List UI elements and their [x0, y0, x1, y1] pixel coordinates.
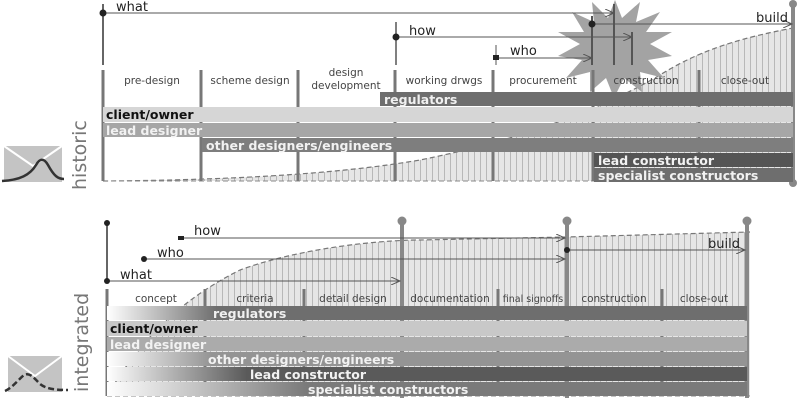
historic-arrow-who-label: who	[510, 44, 537, 59]
svg-text:specialist constructors: specialist constructors	[308, 382, 468, 397]
svg-text:lead designer: lead designer	[106, 123, 203, 138]
svg-text:lead constructor: lead constructor	[250, 367, 367, 382]
svg-text:regulators: regulators	[384, 92, 457, 107]
historic-participant-bars: regulators client/owner lead designer ot…	[103, 92, 793, 183]
historic-bar-regulators	[380, 92, 793, 106]
historic-phase-label: scheme design	[210, 75, 289, 87]
historic-phase-label: close-out	[721, 75, 769, 87]
integrated-bar-client-owner	[107, 321, 747, 336]
historic-bar-lead-designer	[103, 123, 793, 137]
integrated-bar-regulators	[107, 306, 747, 320]
historic-phase-label: working drwgs	[406, 75, 483, 87]
historic-arrow-build-label: build	[756, 11, 788, 26]
historic-phase-label: development	[311, 80, 380, 92]
integrated-phase-label: detail design	[319, 293, 387, 305]
integrated-section: concept criteria detail design documenta…	[4, 216, 752, 398]
integrated-phase-label: documentation	[410, 293, 490, 305]
historic-bar-client-owner	[103, 107, 793, 122]
svg-text:client/owner: client/owner	[106, 107, 194, 122]
integrated-phase-label: final signoffs	[503, 294, 563, 305]
historic-section: pre-design scheme design design developm…	[1, 0, 797, 190]
historic-arrow-how-label: how	[409, 24, 436, 39]
historic-arrows	[103, 4, 792, 65]
integrated-early-effort-curve-icon	[4, 355, 69, 393]
integrated-arrow-who-label: who	[157, 246, 184, 261]
historic-bar-other-designers	[202, 138, 793, 152]
historic-bar-lead-constructor	[594, 153, 793, 167]
historic-phase-label: construction	[613, 75, 678, 87]
integrated-bar-lead-designer	[107, 337, 747, 351]
svg-text:other designers/engineers: other designers/engineers	[206, 138, 392, 153]
svg-text:regulators: regulators	[213, 306, 286, 321]
integrated-side-label: integrated	[71, 293, 93, 392]
integrated-arrow-how-label: how	[194, 224, 221, 239]
historic-bell-curve-icon	[1, 145, 65, 183]
integrated-bar-lead-constructor	[107, 367, 747, 381]
svg-text:lead constructor: lead constructor	[598, 153, 715, 168]
integrated-phase-label: construction	[581, 293, 646, 305]
integrated-arrow-build-label: build	[708, 237, 740, 252]
integrated-arrow-what-label: what	[120, 268, 152, 283]
historic-effort-curve-outline	[102, 27, 794, 182]
historic-phase-label: pre-design	[124, 75, 180, 87]
integrated-effort-curve-outline	[106, 231, 751, 397]
integrated-phase-label: close-out	[680, 293, 728, 305]
historic-phase-label: design	[329, 67, 364, 79]
historic-side-label: historic	[69, 120, 91, 190]
integrated-phase-label: concept	[135, 293, 177, 305]
svg-text:specialist constructors: specialist constructors	[598, 168, 758, 183]
svg-text:lead designer: lead designer	[110, 337, 207, 352]
svg-text:other designers/engineers: other designers/engineers	[208, 352, 394, 367]
svg-text:client/owner: client/owner	[110, 321, 198, 336]
integrated-phase-label: criteria	[236, 293, 273, 305]
integrated-participant-bars: regulators client/owner lead designer ot…	[107, 306, 747, 397]
historic-phase-label: procurement	[509, 75, 577, 87]
historic-bar-specialist-constructors	[594, 168, 793, 182]
integrated-bar-other-designers	[107, 352, 747, 366]
historic-arrow-what-label: what	[116, 0, 148, 15]
integrated-arrows	[107, 238, 745, 281]
